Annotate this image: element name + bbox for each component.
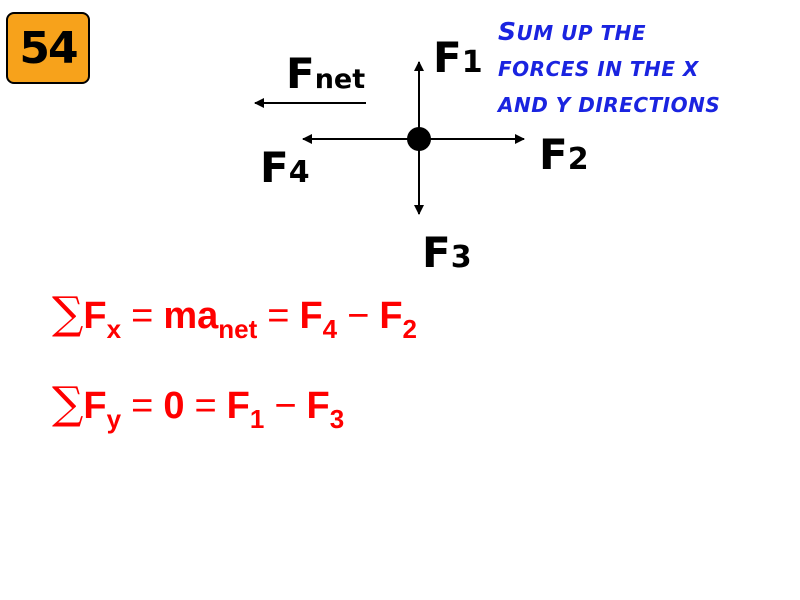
equation-sum-fx: ∑Fx=manet=F4−F2 bbox=[52, 288, 418, 344]
fnet-label: Fnet bbox=[286, 49, 365, 98]
instruction-line-3: and y directions bbox=[498, 93, 721, 117]
sigma-symbol: ∑ bbox=[52, 288, 84, 339]
slide-number: 54 bbox=[19, 22, 78, 74]
sigma-symbol: ∑ bbox=[52, 378, 84, 429]
f2-label: F2 bbox=[539, 130, 589, 179]
equation-sum-fy: ∑Fy=0=F1−F3 bbox=[52, 378, 345, 434]
instruction-line-1: Sum up the bbox=[498, 17, 647, 46]
f3-label: F3 bbox=[422, 228, 472, 277]
f4-label: F4 bbox=[260, 143, 310, 192]
f1-label: F1 bbox=[433, 33, 483, 82]
instruction-note: Sum up the forces in the x and y directi… bbox=[498, 14, 798, 123]
object-dot bbox=[407, 127, 431, 151]
instruction-line-2: forces in the x bbox=[498, 57, 699, 81]
slide-number-badge: 54 bbox=[6, 12, 90, 84]
